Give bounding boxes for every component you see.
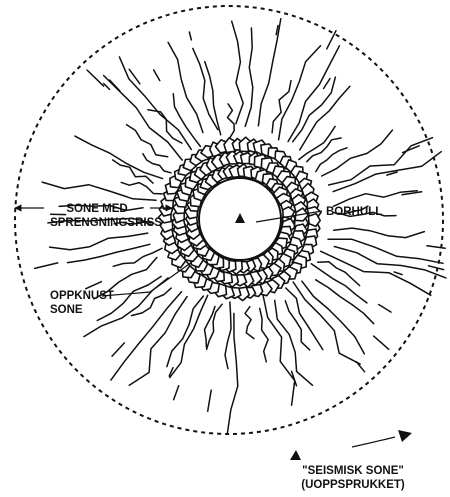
radial-crack [104, 76, 183, 161]
radial-crack [121, 182, 162, 194]
radial-crack [148, 110, 182, 143]
borehole-label: BORHULL [326, 206, 382, 218]
radial-crack [113, 160, 153, 183]
radial-crack [170, 295, 208, 377]
radial-crack [245, 307, 254, 339]
seismic-arrow-right [398, 430, 412, 442]
outer-crack [324, 79, 330, 89]
radial-crack [50, 233, 148, 250]
radial-crack [42, 182, 156, 200]
radial-crack [193, 48, 218, 129]
outer-crack [374, 336, 389, 349]
outer-crack [327, 31, 336, 49]
radial-crack [334, 228, 425, 238]
outer-crack [394, 272, 402, 275]
fracture-zone-label-line2: SPRENGNINGSRISS [50, 217, 162, 229]
outer-crack [174, 386, 179, 400]
outer-crack [110, 80, 120, 91]
radial-crack [285, 301, 309, 350]
outer-crack [86, 282, 102, 289]
radial-crack [227, 313, 238, 433]
outer-crack [379, 305, 391, 313]
radial-crack [232, 21, 244, 124]
seismic-zone-label-line2: (UOPPSPRUKKET) [301, 479, 405, 491]
radial-crack [316, 148, 347, 172]
seismic-zone-label-line1: "SEISMISK SONE" [302, 465, 404, 477]
radial-crack [322, 130, 393, 176]
radial-crack [293, 282, 360, 364]
radial-crack [245, 28, 253, 126]
outer-crack [104, 84, 110, 90]
radial-crack [333, 191, 417, 207]
outer-crack [356, 362, 364, 372]
seismic-arrow-left [290, 450, 301, 460]
radial-crack [75, 136, 163, 179]
radial-crack [84, 278, 168, 337]
radial-crack [173, 94, 200, 147]
radial-crack [167, 296, 204, 367]
outer-crack [189, 32, 191, 40]
radial-crack [275, 300, 313, 385]
radial-crack [228, 104, 235, 138]
outer-crack [87, 70, 104, 86]
radial-crack [207, 304, 223, 349]
outer-crack [429, 266, 444, 270]
radial-crack [333, 152, 441, 192]
radial-crack [168, 42, 203, 132]
radial-crack [205, 62, 221, 135]
radial-crack [328, 239, 443, 263]
outer-crack [208, 390, 212, 411]
outer-crack [427, 246, 445, 249]
radial-crack [225, 302, 231, 369]
outer-crack [154, 70, 160, 81]
crushed-zone-label-line1: OPPKNUST [50, 290, 114, 302]
fracture-zone-label-line1: SONE MED [66, 203, 127, 215]
radial-crack [127, 125, 168, 157]
outer-crack [35, 263, 58, 269]
crushed-zone-label-line2: SONE [50, 304, 83, 316]
radial-crack [293, 77, 336, 142]
radial-crack [129, 297, 187, 386]
seismic-arrow-curve [352, 437, 395, 447]
radial-crack [258, 19, 280, 126]
outer-crack [112, 343, 124, 356]
